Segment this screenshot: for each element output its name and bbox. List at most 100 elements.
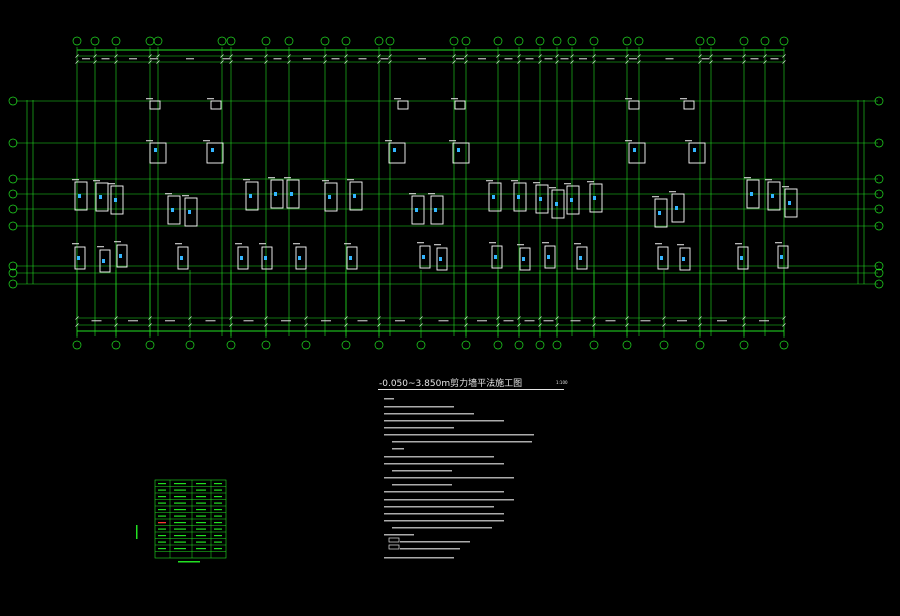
dimension-value-mark xyxy=(321,320,331,322)
dimension-value-mark xyxy=(186,58,194,60)
dimension-tick xyxy=(496,54,500,58)
rebar-tag xyxy=(99,195,102,199)
dimension-tick xyxy=(419,316,423,320)
dimension-value-mark xyxy=(524,320,535,322)
table-cell-mark xyxy=(196,496,206,498)
wall-label-mark xyxy=(574,243,581,245)
rebar-tag xyxy=(579,256,582,260)
shear-wall xyxy=(784,188,798,218)
axis-bubble xyxy=(514,36,524,46)
dimension-tick xyxy=(264,316,268,320)
shear-walls xyxy=(72,98,798,273)
dimension-value-mark xyxy=(478,58,486,60)
dimension-tick xyxy=(344,60,348,64)
dimension-tick xyxy=(148,323,152,327)
shear-wall xyxy=(110,185,124,215)
axis-bubble xyxy=(374,36,384,46)
dimension-value-mark xyxy=(205,320,216,322)
rebar-tag xyxy=(180,256,183,260)
table-cell-mark xyxy=(158,502,166,504)
wall-label-mark xyxy=(243,179,250,181)
wall-label-mark xyxy=(449,140,456,142)
axis-bubble xyxy=(874,204,884,214)
note-line xyxy=(384,513,504,515)
note-line xyxy=(392,448,404,450)
table-cell-mark xyxy=(196,535,206,537)
floor-elevation-table xyxy=(136,479,227,563)
dimension-tick xyxy=(75,54,79,58)
shear-wall xyxy=(411,195,425,225)
rebar-tag xyxy=(750,192,753,196)
dimension-tick xyxy=(464,316,468,320)
axis-bubble xyxy=(301,340,311,350)
axis-bubble xyxy=(589,36,599,46)
axis-bubble xyxy=(374,340,384,350)
axis-bubble xyxy=(552,340,562,350)
legend-swatch xyxy=(388,537,400,543)
rebar-tag xyxy=(154,148,157,152)
wall-label-mark xyxy=(385,140,392,142)
wall-label-mark xyxy=(322,180,329,182)
dimension-value-mark xyxy=(456,58,464,60)
axis-bubble xyxy=(634,36,644,46)
shear-wall xyxy=(430,195,444,225)
axis-bubble xyxy=(8,261,18,271)
axis-bubble xyxy=(8,268,18,278)
dimension-tick xyxy=(229,60,233,64)
dimension-value-mark xyxy=(357,320,368,322)
table-cell-mark xyxy=(214,541,222,543)
shear-wall xyxy=(544,245,556,269)
dimension-tick xyxy=(93,54,97,58)
dimension-tick xyxy=(464,60,468,64)
shear-wall xyxy=(210,100,222,110)
dimension-tick xyxy=(763,60,767,64)
dimension-tick xyxy=(464,323,468,327)
dimension-value-mark xyxy=(82,58,90,60)
axis-bubble xyxy=(111,36,121,46)
dimension-value-mark xyxy=(331,58,340,60)
axis-bubble xyxy=(493,36,503,46)
axis-bubble xyxy=(145,340,155,350)
wall-label-mark xyxy=(587,181,594,183)
note-line xyxy=(392,470,452,472)
dimension-tick xyxy=(148,60,152,64)
table-caption-mark xyxy=(178,561,200,563)
axis-bubble xyxy=(552,36,562,46)
dimension-tick xyxy=(220,54,224,58)
rebar-tag xyxy=(517,195,520,199)
wall-label-mark xyxy=(549,187,556,189)
shear-wall xyxy=(777,245,789,269)
dimension-tick xyxy=(763,54,767,58)
wall-label-mark xyxy=(97,246,104,248)
dimension-value-mark xyxy=(544,58,553,60)
axis-bubble xyxy=(874,189,884,199)
dimension-value-mark xyxy=(244,58,253,60)
rebar-tag xyxy=(264,256,267,260)
table-cell-mark xyxy=(214,509,222,511)
axis-bubble xyxy=(449,36,459,46)
axis-bubble xyxy=(8,204,18,214)
dimension-tick xyxy=(517,54,521,58)
wall-label-mark xyxy=(293,243,300,245)
note-line xyxy=(384,506,494,508)
rebar-tag xyxy=(660,256,663,260)
table-cell-mark xyxy=(174,535,186,537)
shear-wall xyxy=(576,246,588,270)
dimension-value-mark xyxy=(91,320,102,322)
wall-label-mark xyxy=(417,242,424,244)
wall-label-mark xyxy=(235,243,242,245)
axis-bubble xyxy=(567,36,577,46)
shear-wall xyxy=(95,182,109,212)
shear-wall xyxy=(74,246,86,270)
note-line xyxy=(400,541,470,543)
table-cell-mark xyxy=(158,535,166,537)
axis-bubble xyxy=(8,96,18,106)
table-side-label xyxy=(136,525,138,539)
dimension-tick xyxy=(592,54,596,58)
axis-bubble xyxy=(226,36,236,46)
dimension-tick xyxy=(742,54,746,58)
shear-wall xyxy=(286,179,300,209)
shear-wall xyxy=(566,185,580,215)
dimension-tick xyxy=(555,54,559,58)
note-line xyxy=(392,441,532,443)
